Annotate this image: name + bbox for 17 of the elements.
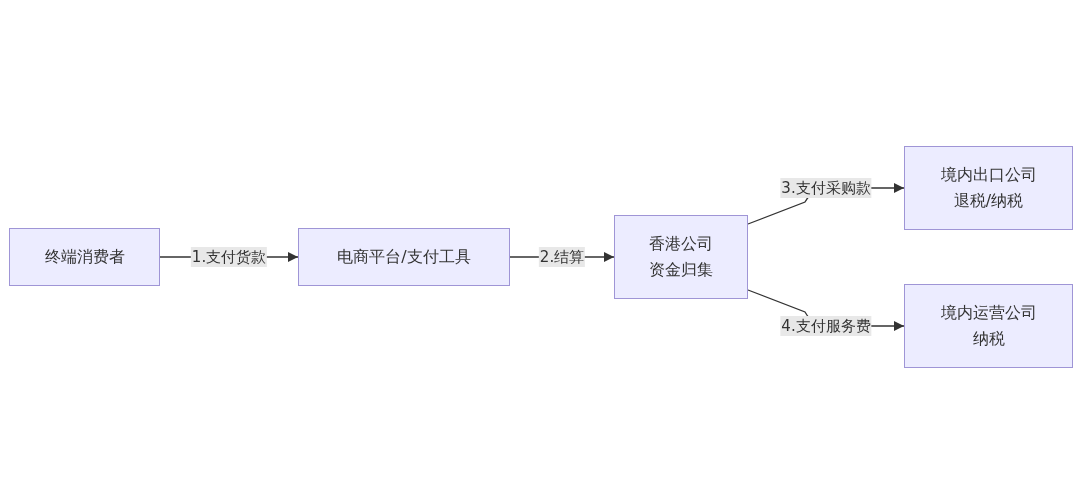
process-box	[904, 284, 1073, 368]
box-text: 退税/纳税	[953, 190, 1024, 212]
box-text: 纳税	[972, 328, 1005, 350]
process-box	[904, 146, 1073, 230]
edge-label: 2.结算	[538, 247, 586, 267]
process-box	[9, 228, 160, 286]
process-box	[614, 215, 748, 299]
process-box	[298, 228, 510, 286]
box-text: 电商平台/支付工具	[337, 246, 471, 268]
edge-label: 1.支付货款	[190, 247, 268, 267]
edge-label: 4.支付服务费	[780, 316, 872, 336]
box-text: 香港公司	[649, 233, 713, 255]
box-text: 资金归集	[649, 259, 713, 281]
box-text: 终端消费者	[44, 246, 125, 268]
box-text: 境内运营公司	[940, 302, 1037, 324]
edge-label: 3.支付采购款	[780, 178, 872, 198]
box-text: 境内出口公司	[940, 164, 1037, 186]
